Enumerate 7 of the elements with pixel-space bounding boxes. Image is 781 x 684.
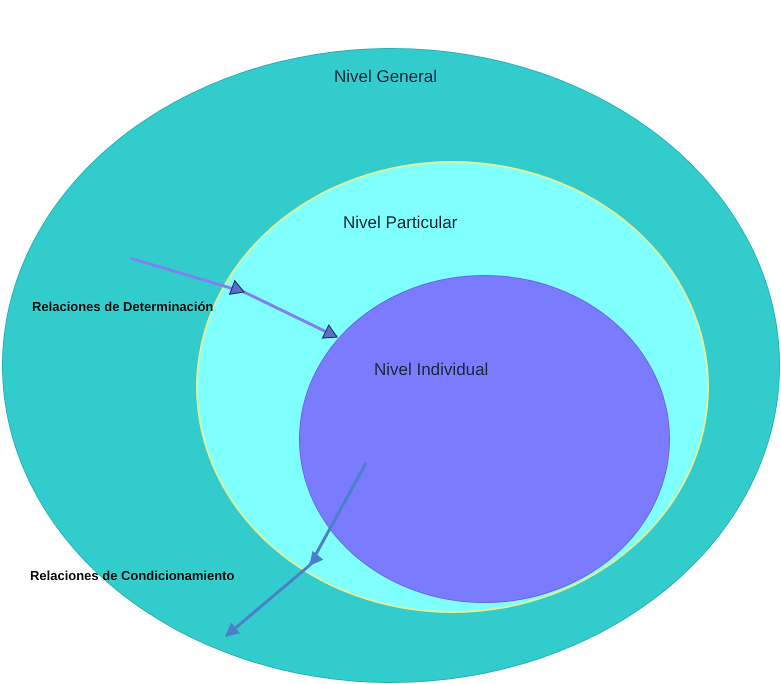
arrow: [225, 462, 368, 638]
edge-label: Relaciones de Determinación: [32, 299, 214, 314]
edge-label: Relaciones de Condicionamiento: [30, 568, 234, 583]
level-label: Nivel Individual: [374, 360, 488, 380]
level-label: Nivel Particular: [343, 213, 458, 233]
level-label: Nivel General: [334, 67, 437, 87]
arrow: [130, 256, 338, 339]
